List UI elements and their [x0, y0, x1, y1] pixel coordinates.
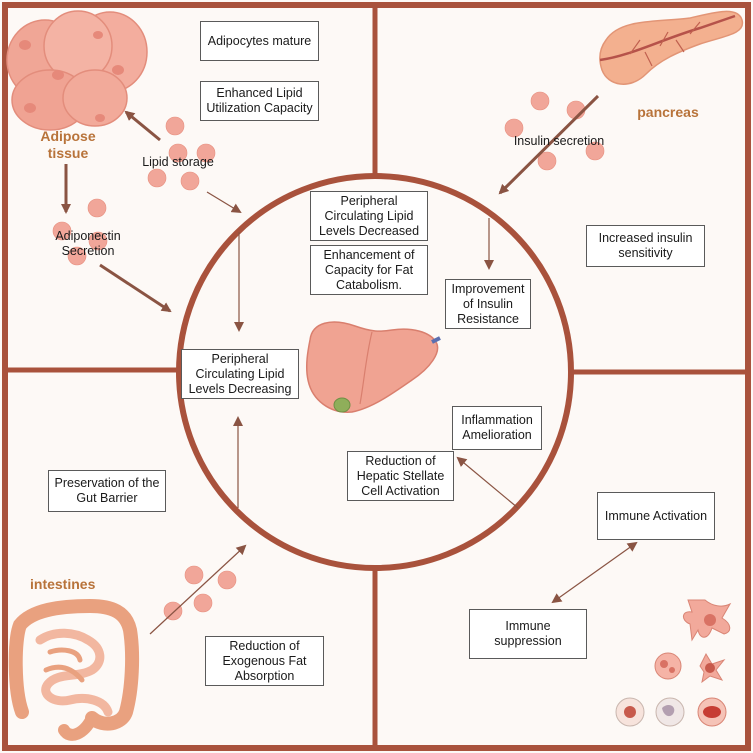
arrow-lipid-to-center	[206, 191, 242, 214]
arrow-pancreas-to-center	[498, 94, 600, 195]
arrows	[61, 94, 638, 635]
arrow-adiponectin-to-center	[99, 263, 172, 313]
arrow-to-stellate	[456, 456, 519, 509]
immune-cells-icon	[615, 599, 732, 727]
box-hepatic-stellate: Reduction of Hepatic Stellate Cell Activ…	[347, 451, 454, 501]
box-adipocytes-mature: Adipocytes mature	[200, 21, 319, 61]
box-inflammation-amelioration: Inflammation Amelioration	[452, 406, 542, 450]
adipocyte-cluster-icon	[6, 10, 148, 131]
adipose-tissue-label: Adipose tissue	[40, 128, 96, 161]
pancreas-icon	[599, 10, 744, 85]
arrow-intestine-to-center	[149, 544, 247, 635]
box-immune-activation: Immune Activation	[597, 492, 715, 540]
lipid-droplets	[52, 91, 605, 621]
box-enhanced-lipid-utilization: Enhanced Lipid Utilization Capacity	[200, 81, 319, 121]
arrow-lipid-to-adipose	[124, 110, 161, 142]
arrow-immune-bidirectional	[551, 541, 638, 604]
liver-icon	[306, 321, 441, 413]
lipid-storage-label: Lipid storage	[142, 155, 214, 169]
box-fat-catabolism: Enhancement of Capacity for Fat Cataboli…	[310, 245, 428, 295]
box-peripheral-lipid-decreased: Peripheral Circulating Lipid Levels Decr…	[310, 191, 428, 241]
box-insulin-resistance: Improvement of Insulin Resistance	[445, 279, 531, 329]
intestines-icon	[8, 598, 140, 741]
box-insulin-sensitivity: Increased insulin sensitivity	[586, 225, 705, 267]
box-peripheral-lipid-decreasing: Peripheral Circulating Lipid Levels Decr…	[181, 349, 299, 399]
box-gut-barrier: Preservation of the Gut Barrier	[48, 470, 166, 512]
pancreas-label: pancreas	[637, 104, 699, 120]
adiponectin-secretion-label: Adiponectin Secretion	[55, 229, 121, 258]
box-exogenous-fat-absorption: Reduction of Exogenous Fat Absorption	[205, 636, 324, 686]
insulin-secretion-label: Insulin secretion	[513, 134, 605, 148]
box-immune-suppression: Immune suppression	[469, 609, 587, 659]
intestines-label: intestines	[30, 576, 96, 592]
